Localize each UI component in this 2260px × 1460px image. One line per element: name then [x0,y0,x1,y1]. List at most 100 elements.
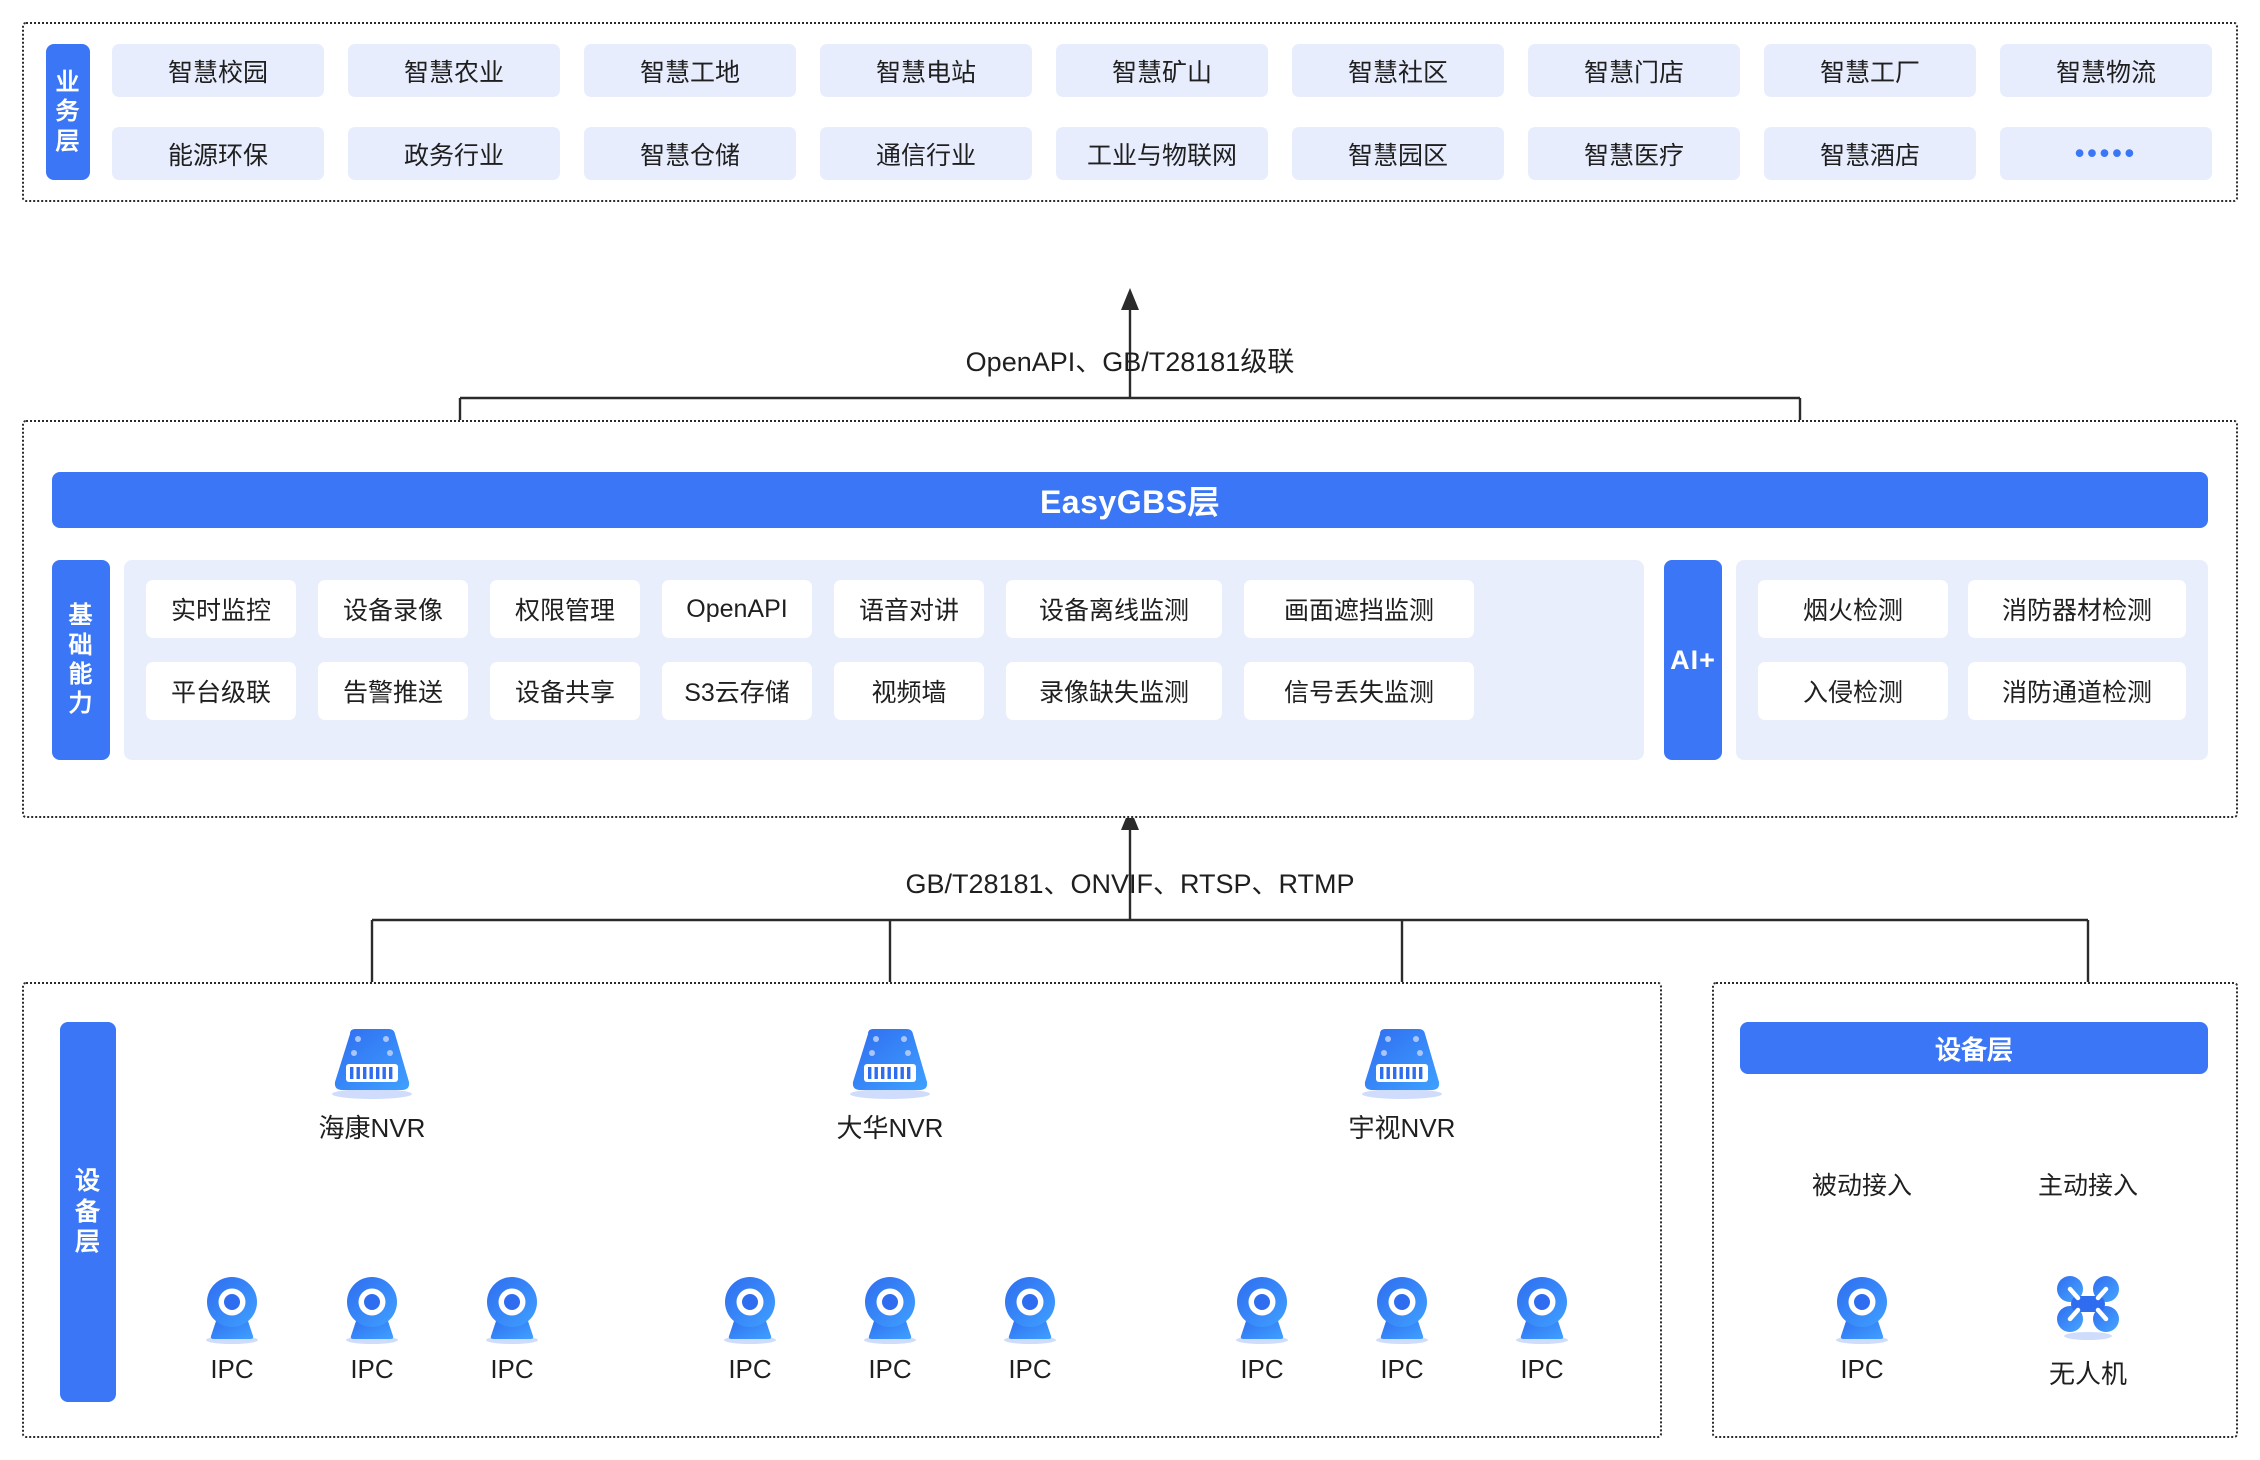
drone-node[interactable]: 无人机 [2036,1272,2140,1391]
nvr-icon [850,1029,930,1099]
business-tab-char-3: 层 [55,127,81,155]
nvr-node[interactable]: 大华NVR [830,1026,950,1145]
ability-item[interactable]: 实时监控 [146,580,296,638]
ability-item[interactable]: 视频墙 [834,662,984,720]
business-item[interactable]: 智慧校园 [112,44,324,97]
ipc-node[interactable]: IPC [990,1272,1070,1385]
ai-ability-box: 烟火检测 消防器材检测 入侵检测 消防通道检测 [1736,560,2208,760]
ipc-camera-icon [1516,1277,1568,1344]
ability-item[interactable]: 设备共享 [490,662,640,720]
ai-item[interactable]: 入侵检测 [1758,662,1948,720]
business-item[interactable]: 智慧工厂 [1764,44,1976,97]
ability-item[interactable]: 平台级联 [146,662,296,720]
ipc-node[interactable]: IPC [1502,1272,1582,1385]
ability-tab-char-1: 基 [68,602,94,630]
ai-plus-tab: AI+ [1664,560,1722,760]
business-item[interactable]: 智慧医疗 [1528,127,1740,180]
passive-access-label: 被动接入 [1811,1172,1912,1200]
ability-item[interactable]: 权限管理 [490,580,640,638]
ability-tab-char-4: 力 [68,690,94,718]
ipc-label: IPC [1008,1354,1052,1384]
ipc-label: IPC [210,1354,254,1384]
business-item[interactable]: 通信行业 [820,127,1032,180]
ability-item[interactable]: S3云存储 [662,662,812,720]
business-tab-char-1: 业 [55,69,81,97]
ai-item[interactable]: 消防器材检测 [1968,580,2186,638]
passive-ipc-node[interactable]: IPC [1822,1272,1902,1385]
ipc-label: IPC [728,1354,772,1384]
ipc-camera-icon [1376,1277,1428,1344]
business-item[interactable]: 智慧社区 [1292,44,1504,97]
platform-device-protocol-label: GB/T28181、ONVIF、RTSP、RTMP [905,869,1355,899]
business-item[interactable]: 智慧仓储 [584,127,796,180]
ipc-camera-icon [206,1277,258,1344]
ipc-camera-icon [724,1277,776,1344]
ability-item[interactable]: 画面遮挡监测 [1244,580,1474,638]
ability-item-grid: 实时监控 设备录像 权限管理 OpenAPI 语音对讲 设备离线监测 画面遮挡监… [146,580,1622,720]
ipc-camera-icon [1004,1277,1056,1344]
ability-item[interactable]: 设备离线监测 [1006,580,1222,638]
nvr-node[interactable]: 海康NVR [312,1026,432,1145]
business-item[interactable]: 智慧园区 [1292,127,1504,180]
drone-icon [2057,1276,2119,1340]
ipc-node[interactable]: IPC [192,1272,272,1385]
ai-item[interactable]: 烟火检测 [1758,580,1948,638]
nvr-label: 大华NVR [836,1113,944,1143]
ipc-camera-icon [346,1277,398,1344]
device-tab-char-3: 层 [74,1228,101,1257]
business-item[interactable]: 工业与物联网 [1056,127,1268,180]
ipc-node[interactable]: IPC [472,1272,552,1385]
business-item[interactable]: 智慧矿山 [1056,44,1268,97]
business-item[interactable]: 政务行业 [348,127,560,180]
business-item[interactable]: 智慧酒店 [1764,127,1976,180]
basic-ability-tab: 基 础 能 力 [52,560,110,760]
active-access-label: 主动接入 [2037,1172,2138,1200]
business-item[interactable]: 能源环保 [112,127,324,180]
ipc-camera-icon [486,1277,538,1344]
ai-item[interactable]: 消防通道检测 [1968,662,2186,720]
ability-item[interactable]: 告警推送 [318,662,468,720]
nvr-icon [1362,1029,1442,1099]
business-platform-protocol-label: OpenAPI、GB/T28181级联 [965,347,1295,377]
ipc-camera-icon [1836,1277,1888,1344]
ipc-label: IPC [350,1354,394,1384]
ipc-node[interactable]: IPC [710,1272,790,1385]
ipc-node[interactable]: IPC [1222,1272,1302,1385]
ability-item[interactable]: 设备录像 [318,580,468,638]
ability-item[interactable]: OpenAPI [662,580,812,638]
drone-label: 无人机 [2048,1359,2127,1389]
ipc-camera-icon [864,1277,916,1344]
ability-tab-char-2: 础 [68,631,94,659]
ability-item[interactable]: 录像缺失监测 [1006,662,1222,720]
nvr-label: 海康NVR [318,1113,426,1143]
easygbs-layer-title: EasyGBS层 [52,472,2208,528]
ipc-label: IPC [1520,1354,1564,1384]
ipc-node[interactable]: IPC [1362,1272,1442,1385]
device-layer-tab: 设 备 层 [60,1022,116,1402]
ipc-label: IPC [868,1354,912,1384]
ipc-camera-icon [1236,1277,1288,1344]
ipc-node[interactable]: IPC [332,1272,412,1385]
ipc-node[interactable]: IPC [850,1272,930,1385]
ability-item[interactable]: 语音对讲 [834,580,984,638]
nvr-node[interactable]: 宇视NVR [1342,1026,1462,1145]
basic-ability-box: 实时监控 设备录像 权限管理 OpenAPI 语音对讲 设备离线监测 画面遮挡监… [124,560,1644,760]
ai-item-grid: 烟火检测 消防器材检测 入侵检测 消防通道检测 [1758,580,2186,720]
business-item[interactable]: 智慧物流 [2000,44,2212,97]
nvr-label: 宇视NVR [1348,1113,1456,1143]
business-layer-tab: 业 务 层 [46,44,90,180]
ipc-label: IPC [490,1354,534,1384]
business-tab-char-2: 务 [55,98,81,126]
ability-tab-char-3: 能 [68,661,94,688]
business-item[interactable]: 智慧工地 [584,44,796,97]
device-tab-char-1: 设 [74,1167,101,1196]
ipc-label: IPC [1840,1354,1884,1384]
business-item-more[interactable]: ••••• [2000,127,2212,180]
business-item[interactable]: 智慧门店 [1528,44,1740,97]
nvr-icon [332,1029,412,1099]
business-item[interactable]: 智慧电站 [820,44,1032,97]
business-item[interactable]: 智慧农业 [348,44,560,97]
ipc-label: IPC [1380,1354,1424,1384]
ability-item[interactable]: 信号丢失监测 [1244,662,1474,720]
